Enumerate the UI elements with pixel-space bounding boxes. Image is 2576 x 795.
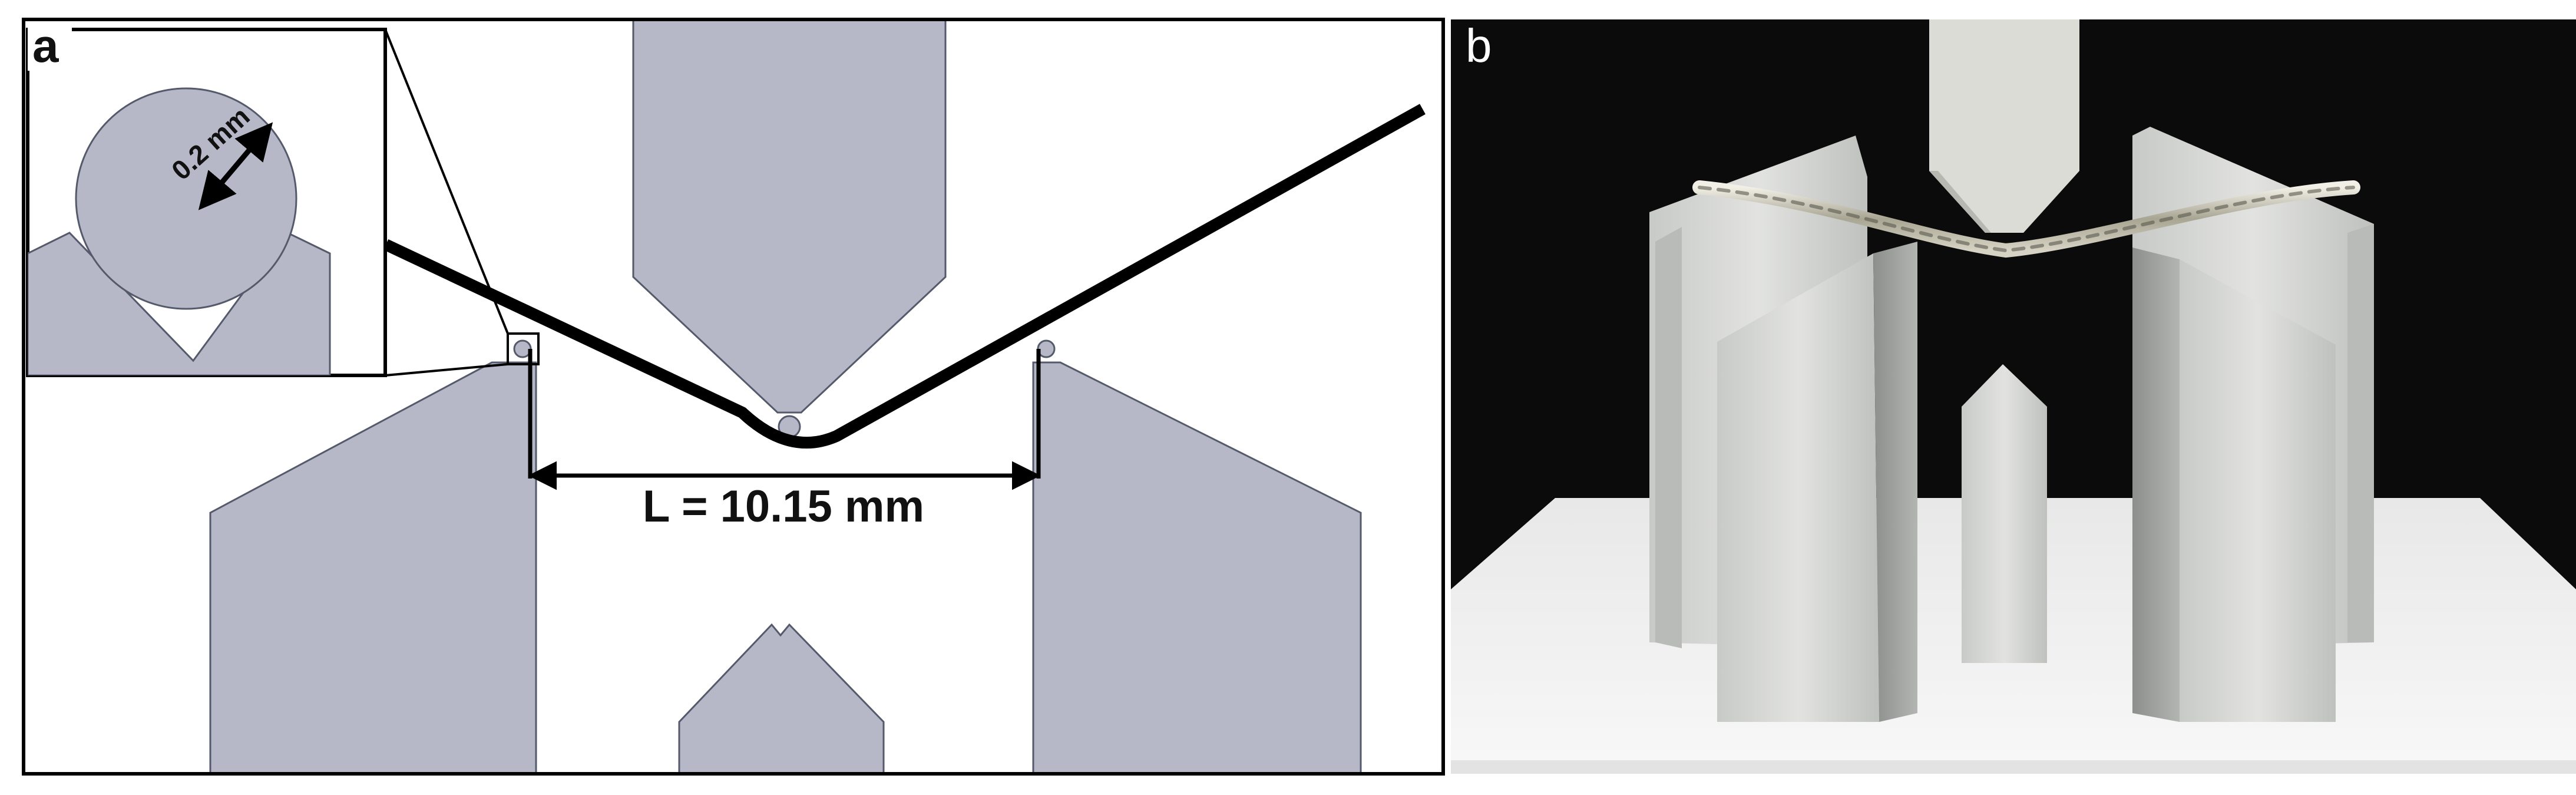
- zoom-line-bottom: [385, 363, 508, 377]
- front-right-post: [2132, 248, 2180, 722]
- panel-a-label-bg: [28, 24, 72, 71]
- loading-nose: [632, 19, 947, 414]
- left-support: [209, 361, 537, 774]
- panel-a-frame: [22, 18, 1445, 776]
- panel-a-schematic: L = 10.15 mm 0.2 mm a: [22, 18, 1445, 776]
- photo-loading-nose: [1929, 19, 2079, 233]
- inset-diameter-arrow: [198, 122, 273, 210]
- right-support: [1032, 361, 1362, 774]
- span-label: L = 10.15 mm: [643, 481, 924, 532]
- panel-a-label: a: [32, 19, 59, 72]
- photo-centre-pin: [1962, 364, 2047, 663]
- bent-wire: [383, 104, 1426, 449]
- panel-b-photo: [1451, 19, 2576, 774]
- zoom-line-top: [384, 29, 509, 334]
- inset-wire-cross-section: [75, 87, 297, 310]
- inset-magnified-view: 0.2 mm: [26, 28, 387, 377]
- centre-pin: [678, 623, 885, 774]
- panel-b-label: b: [1466, 19, 1492, 72]
- zoom-box: [507, 332, 540, 365]
- front-left-post: [1717, 253, 1879, 722]
